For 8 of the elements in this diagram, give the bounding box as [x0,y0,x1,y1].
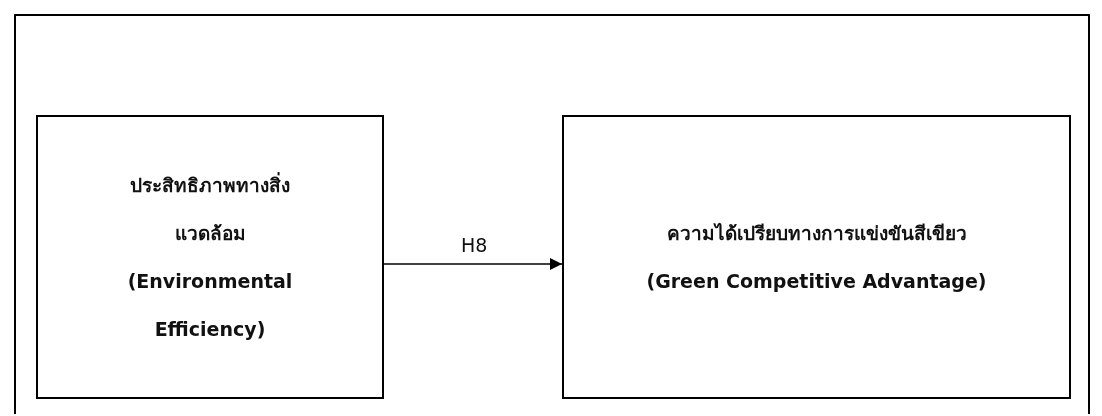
edge-label: H8 [461,234,488,256]
box-label: (Environmental Efficiency) [126,269,294,342]
concept-box [36,115,384,399]
box-label: ความได้เปรียบทางการแข่งขันสีเขียว [666,221,967,246]
box-label: (Green Competitive Advantage) [646,269,987,294]
arrow [383,258,563,270]
concept-box [562,115,1071,399]
box-label: ประสิทธิภาพทางสิ่งแวดล้อม [129,171,291,246]
